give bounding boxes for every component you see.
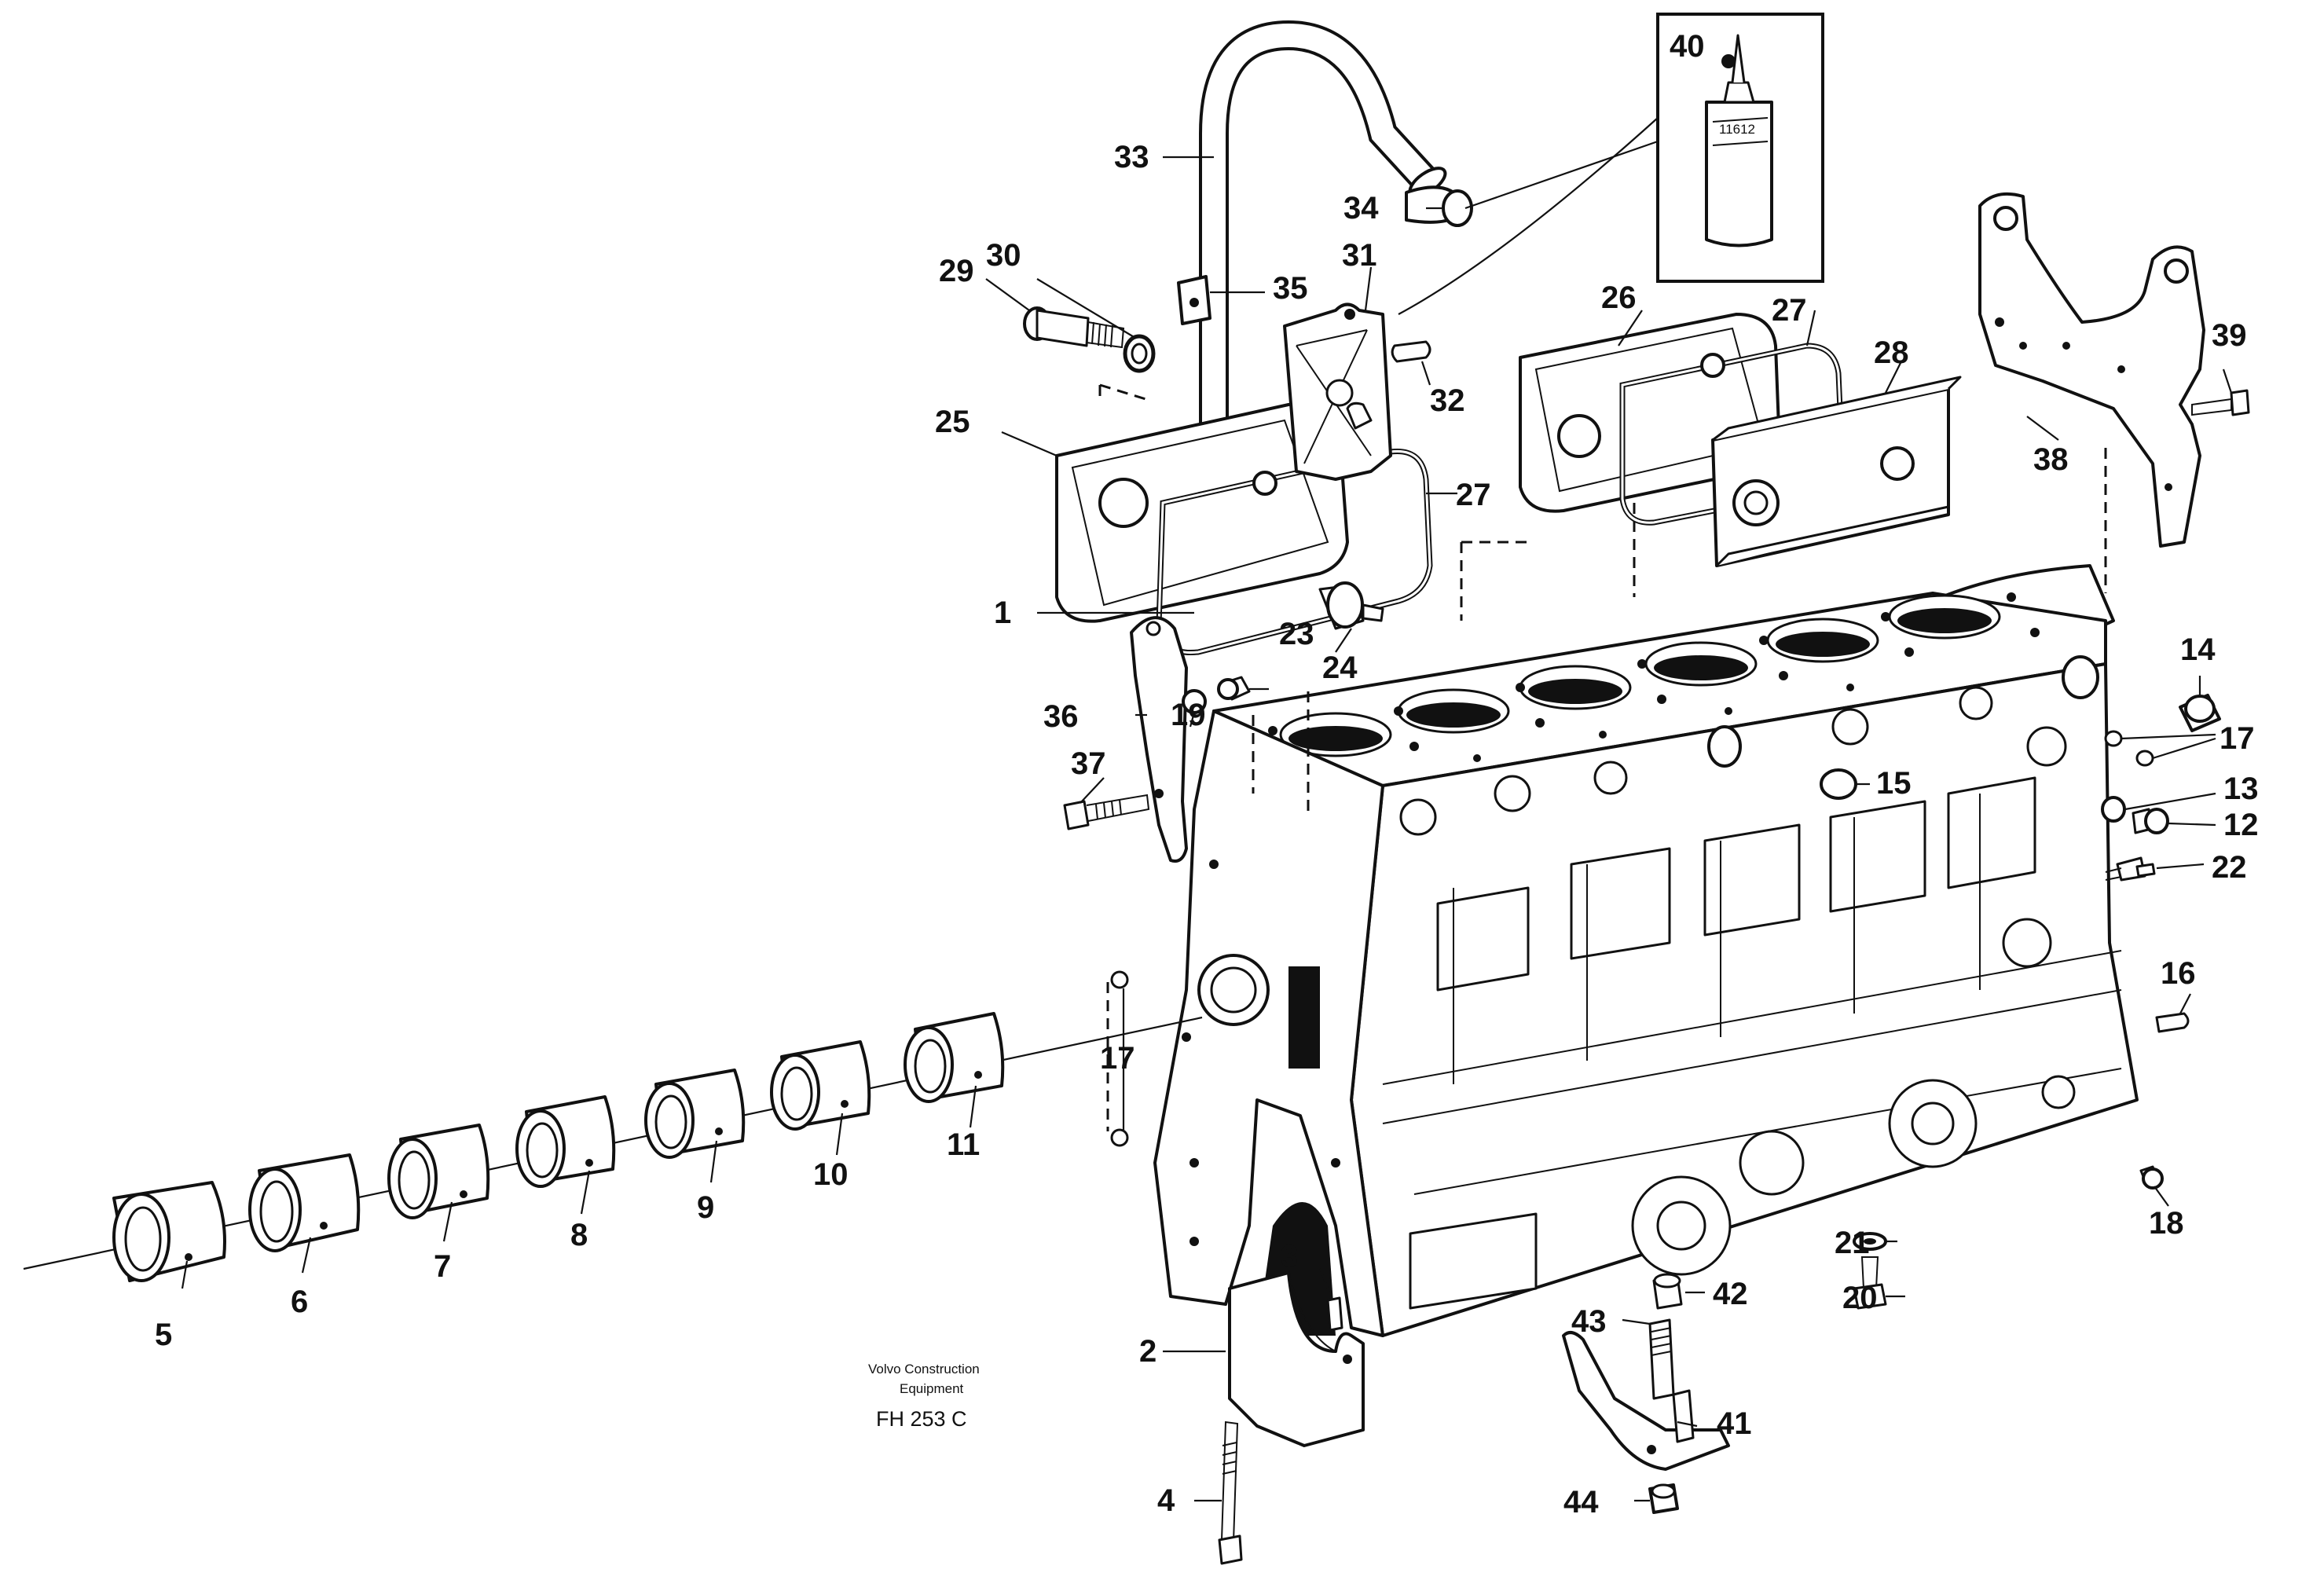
washer-13 xyxy=(2101,796,2126,823)
bearing-cap-2 xyxy=(1228,1271,1365,1447)
callout-9: 9 xyxy=(697,1190,714,1225)
callout-40: 40 xyxy=(1670,29,1705,64)
nut-44 xyxy=(1648,1483,1679,1514)
callout-6: 6 xyxy=(291,1285,308,1319)
callout-11: 11 xyxy=(947,1127,980,1162)
bushing-8 xyxy=(515,1095,616,1188)
bushing-7 xyxy=(387,1124,490,1219)
oil-pipe-41 xyxy=(1562,1331,1730,1471)
cylinder-block xyxy=(1153,564,2139,1337)
bolt-39 xyxy=(2191,389,2250,416)
leader-lines xyxy=(181,156,2233,1502)
sealant-box: 11612 xyxy=(1656,13,1824,283)
caption-brand-line2: Equipment xyxy=(900,1381,964,1396)
pin-16 xyxy=(2155,1012,2190,1033)
callout-28: 28 xyxy=(1874,335,1909,370)
pin-32 xyxy=(1391,340,1431,363)
callout-27-left: 27 xyxy=(1456,478,1491,512)
sensor-24 xyxy=(1318,581,1384,630)
callout-37: 37 xyxy=(1071,746,1106,781)
bolt-37 xyxy=(1063,794,1150,830)
callout-2: 2 xyxy=(1139,1334,1157,1369)
fitting-22 xyxy=(2105,856,2156,882)
cover-plate-28 xyxy=(1711,376,1962,567)
callout-5: 5 xyxy=(155,1318,172,1352)
bolt-29 xyxy=(1023,306,1125,349)
callout-25: 25 xyxy=(935,405,970,439)
callout-30: 30 xyxy=(986,238,1021,273)
callout-33: 33 xyxy=(1114,140,1149,174)
callout-43: 43 xyxy=(1571,1304,1607,1339)
callout-labels: 1 2 3 4 5 6 7 8 9 10 11 12 13 14 15 16 1… xyxy=(155,29,2259,1520)
callout-29: 29 xyxy=(939,254,974,288)
spring-42 xyxy=(1652,1273,1683,1310)
bolt-20 xyxy=(1853,1256,1887,1310)
callout-17-left: 17 xyxy=(1100,1041,1135,1076)
callout-1: 1 xyxy=(994,596,1011,630)
callout-32: 32 xyxy=(1430,383,1465,418)
bushing-10 xyxy=(770,1040,871,1131)
callout-21: 21 xyxy=(1835,1226,1870,1260)
bolt-4 xyxy=(1218,1421,1243,1565)
washer-30 xyxy=(1123,334,1156,373)
bushing-6 xyxy=(248,1153,361,1252)
figure-caption: Volvo Construction Equipment FH 253 C xyxy=(868,1362,980,1431)
plugs-17-left xyxy=(1110,970,1129,1147)
callout-36: 36 xyxy=(1043,699,1079,734)
camshaft-bushings xyxy=(23,1012,1203,1282)
sealant-tube-label: 11612 xyxy=(1719,122,1755,137)
callout-19: 19 xyxy=(1171,698,1206,732)
callout-17-right: 17 xyxy=(2220,721,2255,756)
caption-brand-line1: Volvo Construction xyxy=(868,1362,980,1377)
callout-12: 12 xyxy=(2223,808,2259,842)
callout-20: 20 xyxy=(1842,1281,1878,1315)
pin-3 xyxy=(1326,1296,1343,1332)
callout-4: 4 xyxy=(1157,1483,1175,1518)
callout-15: 15 xyxy=(1876,766,1912,801)
caption-code: FH 253 C xyxy=(876,1407,967,1431)
plug-14 xyxy=(2179,694,2221,732)
callout-39: 39 xyxy=(2212,318,2247,353)
callout-13: 13 xyxy=(2223,772,2259,806)
callout-38: 38 xyxy=(2033,442,2069,477)
bushing-11 xyxy=(904,1012,1005,1103)
bushing-5 xyxy=(112,1181,226,1282)
plug-23 xyxy=(1217,676,1251,701)
callout-31: 31 xyxy=(1342,238,1377,273)
plug-12 xyxy=(2132,808,2169,834)
callout-42: 42 xyxy=(1713,1277,1748,1311)
callout-26: 26 xyxy=(1601,280,1637,315)
bracket-31 xyxy=(1283,302,1392,481)
callout-14: 14 xyxy=(2180,632,2216,667)
bracket-38 xyxy=(1978,192,2205,548)
callout-22: 22 xyxy=(2212,850,2247,885)
bracket-36 xyxy=(1130,616,1188,863)
callout-27-right: 27 xyxy=(1772,293,1807,328)
callout-16: 16 xyxy=(2161,956,2196,991)
callout-41: 41 xyxy=(1717,1406,1752,1441)
valve-43 xyxy=(1648,1318,1675,1400)
plug-18 xyxy=(2139,1165,2164,1190)
callout-34: 34 xyxy=(1343,191,1379,225)
plugs-17-right xyxy=(2104,730,2154,767)
washer-15 xyxy=(1820,768,1857,800)
callout-35: 35 xyxy=(1273,271,1308,306)
callout-24: 24 xyxy=(1322,651,1358,685)
washer-21 xyxy=(1853,1232,1887,1251)
callout-7: 7 xyxy=(434,1249,451,1284)
breather-pipe xyxy=(1177,20,1473,424)
callout-8: 8 xyxy=(570,1218,588,1252)
bushing-9 xyxy=(644,1069,746,1159)
callout-3: 3 xyxy=(1281,1239,1298,1274)
callout-10: 10 xyxy=(813,1157,849,1192)
callout-44: 44 xyxy=(1563,1485,1599,1520)
dashed-assembly-lines xyxy=(1098,383,2107,1131)
callout-23: 23 xyxy=(1279,617,1314,651)
callout-18: 18 xyxy=(2149,1206,2184,1241)
